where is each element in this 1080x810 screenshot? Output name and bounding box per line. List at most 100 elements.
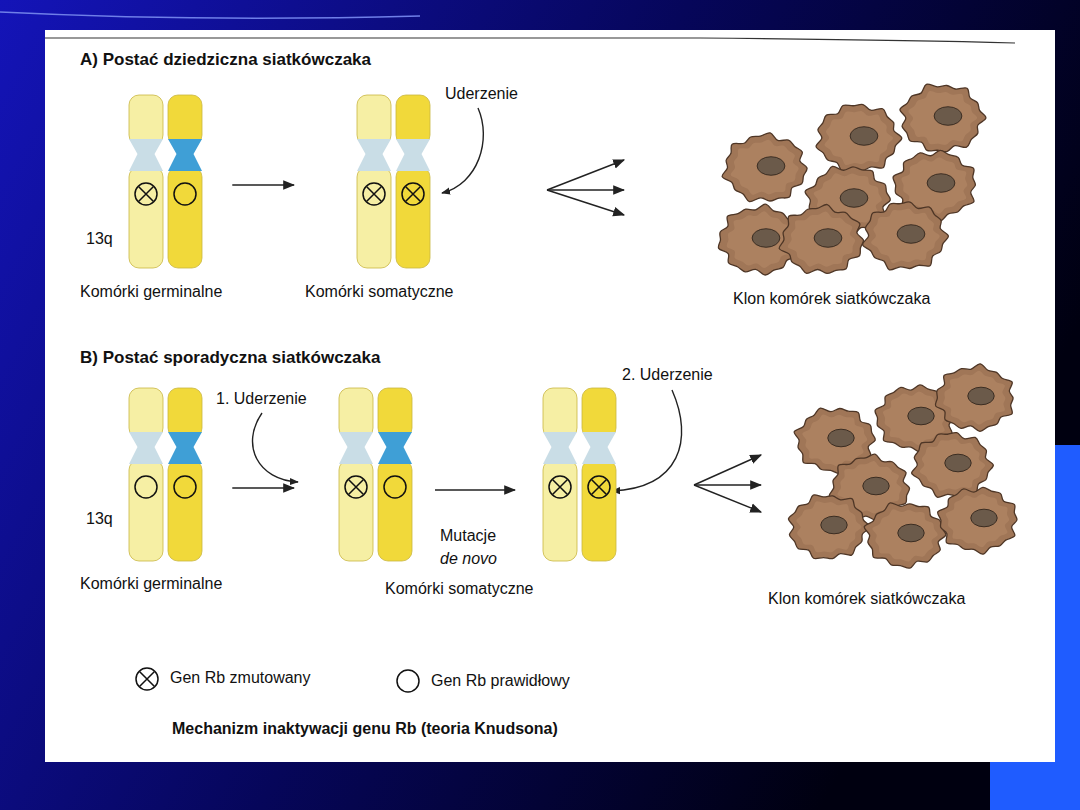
arrow-line [694,484,761,485]
chromosome-arm [543,388,577,438]
chromosome [378,388,412,561]
tumour-cell [863,202,949,270]
cell-body [788,495,870,559]
chromosome-arm [582,388,616,438]
hit-label: 1. Uderzenie [216,390,307,408]
chromosome-arm [357,95,391,145]
figure-caption: Mechanizm inaktywacji genu Rb (teoria Kn… [172,720,558,738]
chromosome-arm [168,388,202,438]
stage-caption: Klon komórek siatkówczaka [733,290,930,308]
tumour-cell [779,204,863,273]
stage-caption: Komórki germinalne [80,575,222,593]
gene-normal [135,476,157,498]
stage-arrow [694,455,761,512]
stage-arrow [547,160,624,215]
gene-normal [397,670,419,692]
chromosome-label: 13q [86,230,113,248]
arrow-line [694,485,761,512]
gene-mutated [549,476,571,498]
chromosome [168,388,202,561]
cell-nucleus [757,157,785,175]
cell-texture [871,209,940,263]
hit-arrow [442,108,483,193]
stage-group: Komórki germinalne [76,88,228,303]
chromosome-label: 13q [86,510,113,528]
gene-mutated [588,476,610,498]
cell-body [863,202,949,270]
cell-texture [920,439,985,491]
centromere [168,432,202,464]
cell-texture [872,509,937,561]
chromosome-arm [339,388,373,438]
chromosome [129,388,163,561]
tumour-cell [722,133,807,202]
mutation-label: Mutacje [440,527,496,545]
cell-nucleus [898,524,924,542]
hit-label: Uderzenie [445,85,518,103]
tumour-cell [935,364,1013,431]
centromere [396,139,430,171]
mutation-arrow [435,489,515,490]
stage-arrow [232,185,294,186]
chromosome-arm [168,167,202,268]
centromere [129,432,163,464]
stage-caption: Klon komórek siatkówczaka [768,590,965,608]
tumour-cell [864,503,946,568]
gene-mutated [136,668,158,690]
hit-arrow [612,390,682,491]
tumour-cell [900,84,986,152]
cell-texture [946,494,1009,547]
cell-nucleus [945,454,971,472]
content-panel [45,30,1055,762]
gene-normal [384,476,406,498]
chromosome [129,95,163,268]
stage-group: Komórki somatyczne [298,382,690,600]
cell-body [722,133,807,202]
chromosome-arm [129,460,163,561]
decor-line [0,12,420,18]
stage-group: Komórki somatyczne [298,88,543,303]
chromosome [168,95,202,268]
cell-texture [788,212,855,267]
mutation-cross [349,480,364,495]
stage-group: Klon komórek siatkówczaka [765,380,1015,610]
legend-symbol [394,667,422,695]
cell-nucleus [850,127,878,145]
cell-nucleus [840,189,868,207]
arrow-line [232,184,294,185]
centromere [168,139,202,171]
cell-nucleus [821,516,847,534]
cell-texture [796,501,861,552]
legend-text: Gen Rb zmutowany [170,669,311,687]
cell-nucleus [927,174,955,192]
cell-body [779,204,863,273]
gene-mutated [345,476,367,498]
section-heading: A) Postać dziedziczna siatkówczaka [80,50,371,70]
mutation-cross [592,480,607,495]
cell-texture [727,211,792,268]
legend-text: Gen Rb prawidłowy [431,672,570,690]
chromosome-arm [339,460,373,561]
gene-mutated [363,183,385,205]
hit-arrow [253,413,298,482]
chromosome [357,95,391,268]
cell-nucleus [908,407,934,425]
tumour-cell [788,495,870,559]
section-heading: B) Postać sporadyczna siatkówczaka [80,348,380,368]
chromosome-arm [378,388,412,438]
mutation-cross [406,187,421,202]
chromosome-arm [582,460,616,561]
cell-nucleus [968,387,994,405]
tumour-cell [938,487,1017,554]
cell-body [938,487,1017,554]
stage-caption: Komórki somatyczne [385,580,534,598]
stage-caption: Komórki germinalne [80,283,222,301]
mutation-cross [139,187,154,202]
chromosome-arm [378,460,412,561]
legend-symbol [133,665,161,693]
tumour-cell [816,104,902,171]
arrow-line [547,160,624,190]
stage-caption: Komórki somatyczne [305,283,454,301]
mutation-label: de novo [440,550,497,568]
